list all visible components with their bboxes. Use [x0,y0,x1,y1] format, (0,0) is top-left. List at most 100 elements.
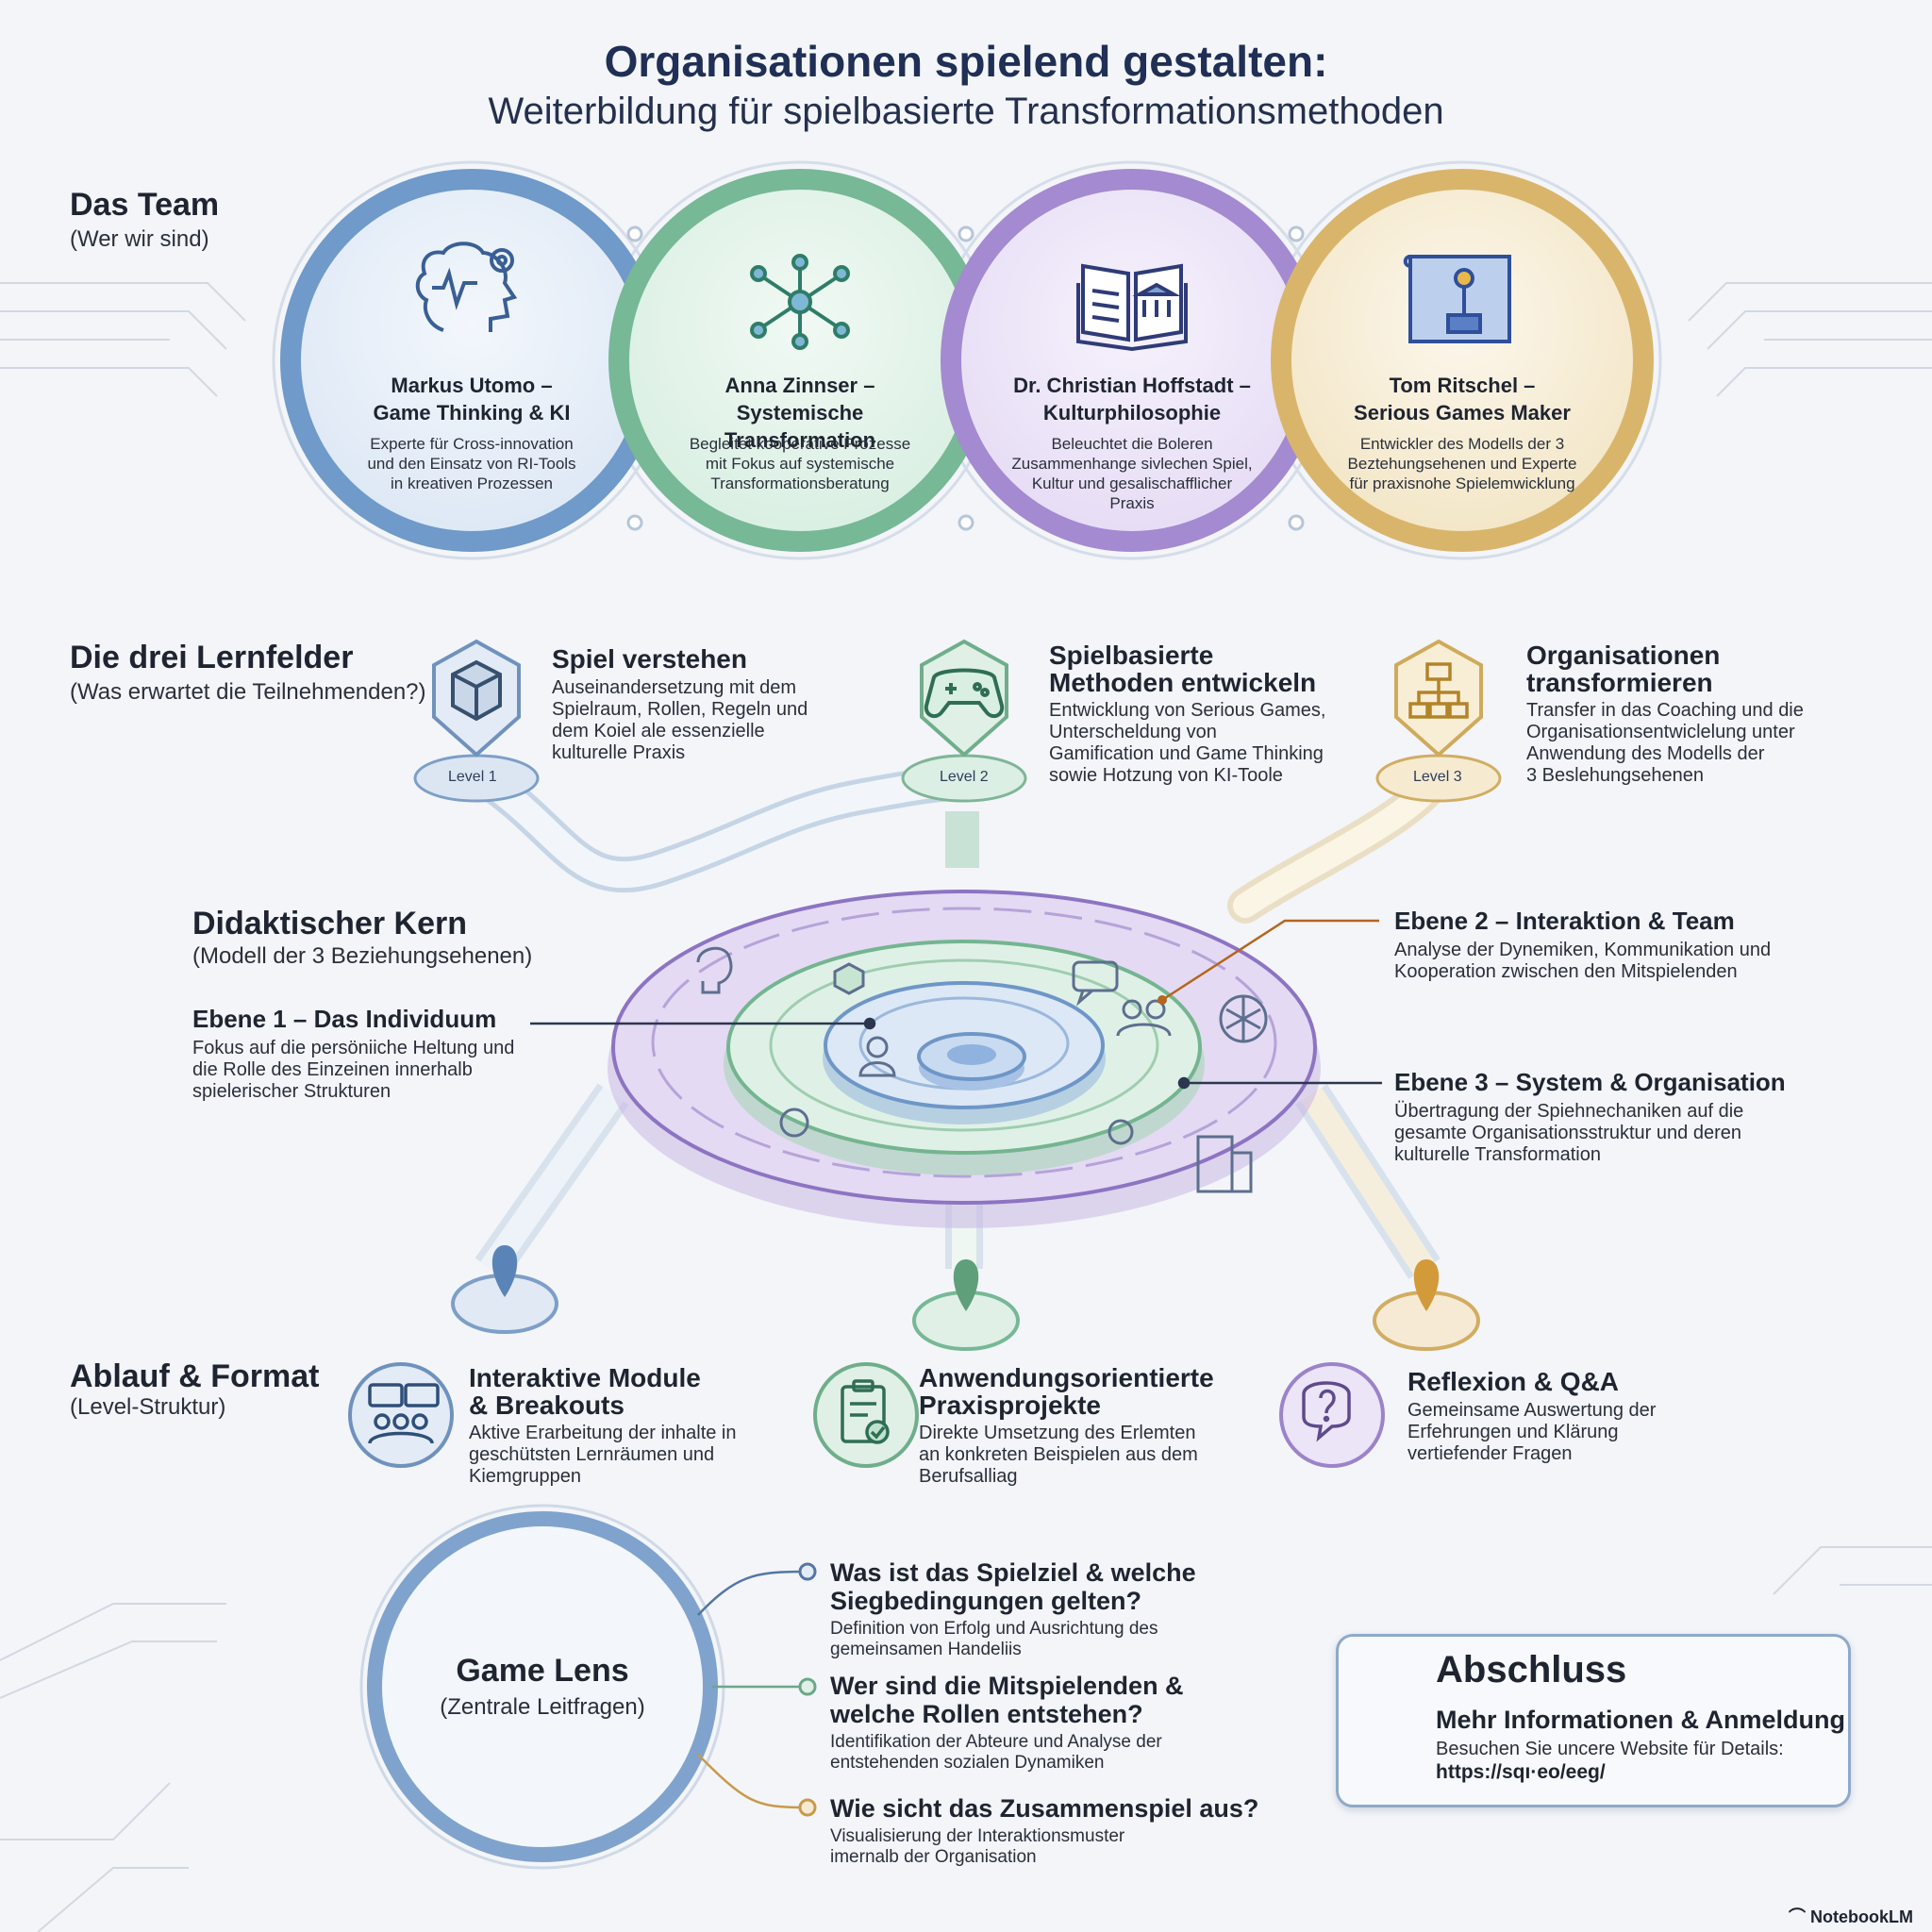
question-bubble-icon [1302,1381,1351,1442]
lernfeld-title: Methoden entwickeln [1049,668,1317,697]
circuit-decoration [0,282,1932,1932]
ablauf-title: Anwendungsorientierte [919,1363,1214,1392]
core-icons [696,946,1268,1193]
lernfeld-title: Organisationen [1526,641,1721,670]
brain-gear-icon [415,242,518,332]
lernfeld-desc-line: Organisationsentwiclelung unter [1526,722,1795,742]
abschluss-subtitle: Mehr Informationen & Anmeldung [1436,1706,1845,1734]
didactic-core-disk [475,890,1441,1280]
lernfeld-desc-line: kulturelle Praxis [552,742,686,763]
lernfeld-desc-line: dem Koiel ale essenzielle [552,721,765,741]
ablauf-desc-line: Aktive Erarbeitung der inhalte in [469,1423,737,1443]
lens-question-desc: Visualisierung der Interaktionsmuster [830,1826,1125,1846]
ablauf-subheading: (Level-Struktur) [70,1394,226,1420]
ablauf-desc-line: Direkte Umsetzung des Erlemten [919,1423,1196,1443]
brand-watermark: ⌒ NotebookLM [1789,1904,1913,1928]
level-badge-3: Level 3 [1413,769,1462,785]
lens-question-text: Siegbedingungen gelten? [830,1587,1141,1615]
ebene-desc-line: Fokus auf die persöniiche Heltung und [192,1038,515,1058]
lens-question-text: Wie sicht das Zusammenspiel aus? [830,1794,1259,1823]
team-member-desc-line: Praxis [1109,494,1155,512]
team-member-desc-line: Begleitet kooperative Prozesse [689,435,911,453]
clipboard-check-icon [841,1379,890,1444]
team-member-desc-line: Zusammenhange sivlechen Spiel, [1011,455,1253,473]
lernfeld-title: Spielbasierte [1049,641,1214,670]
ebene-desc-line: Übertragung der Spiehnechaniken auf die [1394,1101,1744,1122]
page-subtitle: Weiterbildung für spielbasierte Transfor… [488,91,1444,132]
abschluss-title: Abschluss [1436,1649,1627,1690]
ebene-desc-line: Analyse der Dynemiken, Kommunikation und [1394,940,1772,960]
ebene-title: Ebene 2 – Interaktion & Team [1394,907,1735,935]
org-chart-icon [1408,662,1469,719]
team-subheading: (Wer wir sind) [70,226,209,252]
team-member-desc-line: Transformationsberatung [710,475,890,492]
kern-heading: Didaktischer Kern [192,906,467,941]
team-member-desc-line: Kultur und gesalischafflicher [1031,475,1233,492]
lens-question-desc: gemeinsamen Handeliis [830,1640,1022,1659]
team-member-name-line2: Serious Games Maker [1354,401,1571,425]
ablauf-title: Praxisprojekte [919,1391,1101,1420]
lernfeld-desc-line: Spielraum, Rollen, Regeln und [552,699,808,720]
level-path [413,639,1502,924]
lernfeld-desc-line: Anwendung des Modells der [1526,743,1765,764]
team-member-name-line1: Anna Zinnser – [724,374,875,397]
gamepad-icon [924,668,1005,719]
page-title: Organisationen spielend gestalten: [604,37,1328,86]
team-member-name-line1: Dr. Christian Hoffstadt – [1013,374,1251,397]
lens-question-desc: Identifikation der Abteure und Analyse d… [830,1732,1162,1752]
location-pins [451,1245,1480,1351]
lernfeld-title: transformieren [1526,668,1713,697]
game-lens-title: Game Lens [456,1653,629,1689]
game-lens-subtitle: (Zentrale Leitfragen) [440,1694,645,1720]
group-chat-icon [368,1383,440,1444]
ablauf-desc-line: geschütsten Lernräumen und [469,1444,715,1465]
team-member-desc-line: für praxisnohe Spielemwicklung [1349,475,1575,492]
ablauf-desc-line: Erfehrungen und Klärung [1407,1422,1619,1442]
ablauf-title: & Breakouts [469,1391,625,1420]
team-member-desc-line: mit Fokus auf systemische [705,455,895,473]
lens-question-text: Was ist das Spielziel & welche [830,1558,1196,1587]
team-member-name-line2: Kulturphilosophie [1042,401,1222,425]
ablauf-heading: Ablauf & Format [70,1358,320,1394]
lernfeld-desc-line: Gamification und Game Thinking [1049,743,1324,764]
leader-lines [530,919,1382,1090]
ablauf-desc-line: Berufsalliag [919,1466,1018,1487]
team-member-desc-line: Entwickler des Modells der 3 [1359,435,1565,453]
kern-subheading: (Modell der 3 Beziehungsehenen) [192,943,533,969]
level-badge-2: Level 2 [940,769,989,785]
lens-question-desc: Definition von Erfolg und Ausrichtung de… [830,1619,1158,1639]
lernfeld-desc-line: Transfer in das Coaching und die [1526,700,1804,721]
joystick-map-icon [1403,255,1511,343]
network-hub-icon [750,254,850,350]
lernfeld-desc-line: 3 Beslehungsehenen [1526,765,1704,786]
ablauf-title: Reflexion & Q&A [1407,1367,1620,1396]
abschluss-url-link[interactable]: https://sqı·eo/eeg/ [1436,1761,1606,1783]
lernfelder-heading: Die drei Lernfelder [70,640,354,675]
lernfeld-desc-line: Auseinandersetzung mit dem [552,677,797,698]
team-member-desc-line: Experte für Cross-innovation [370,435,574,453]
ablauf-desc-line: Kiemgruppen [469,1466,581,1487]
level-badge-1: Level 1 [448,769,497,785]
lens-question-text: Wer sind die Mitspielenden & [830,1672,1184,1700]
book-temple-icon [1076,263,1188,352]
ebene-desc-line: die Rolle des Einzeinen innerhalb [192,1059,473,1080]
lernfeld-desc-line: sowie Hotzung von KI-Toole [1049,765,1283,786]
team-member-name-line1: Markus Utomo – [391,374,553,397]
brand-name: NotebookLM [1810,1907,1913,1926]
ebene-title: Ebene 3 – System & Organisation [1394,1068,1786,1096]
cube-icon [451,659,502,722]
team-member-desc-line: und den Einsatz von RI-Tools [367,455,576,473]
lens-question-desc: entstehenden sozialen Dynamiken [830,1753,1105,1773]
lens-question-desc: imernalb der Organisation [830,1847,1037,1867]
ebene-desc-line: kulturelle Transformation [1394,1144,1601,1165]
team-heading: Das Team [70,187,220,223]
notebook-logo-icon: ⌒ [1789,1907,1811,1926]
team-member-desc-line: Beztehungsehenen und Experte [1347,455,1577,473]
lernfelder-subheading: (Was erwartet die Teilnehmenden?) [70,679,426,705]
lernfeld-desc-line: Entwicklung von Serious Games, [1049,700,1326,721]
ablauf-title: Interaktive Module [469,1363,701,1392]
ebene-desc-line: Kooperation zwischen den Mitspielenden [1394,961,1738,982]
team-circles [272,160,1662,560]
team-circle-4 [1271,169,1654,552]
